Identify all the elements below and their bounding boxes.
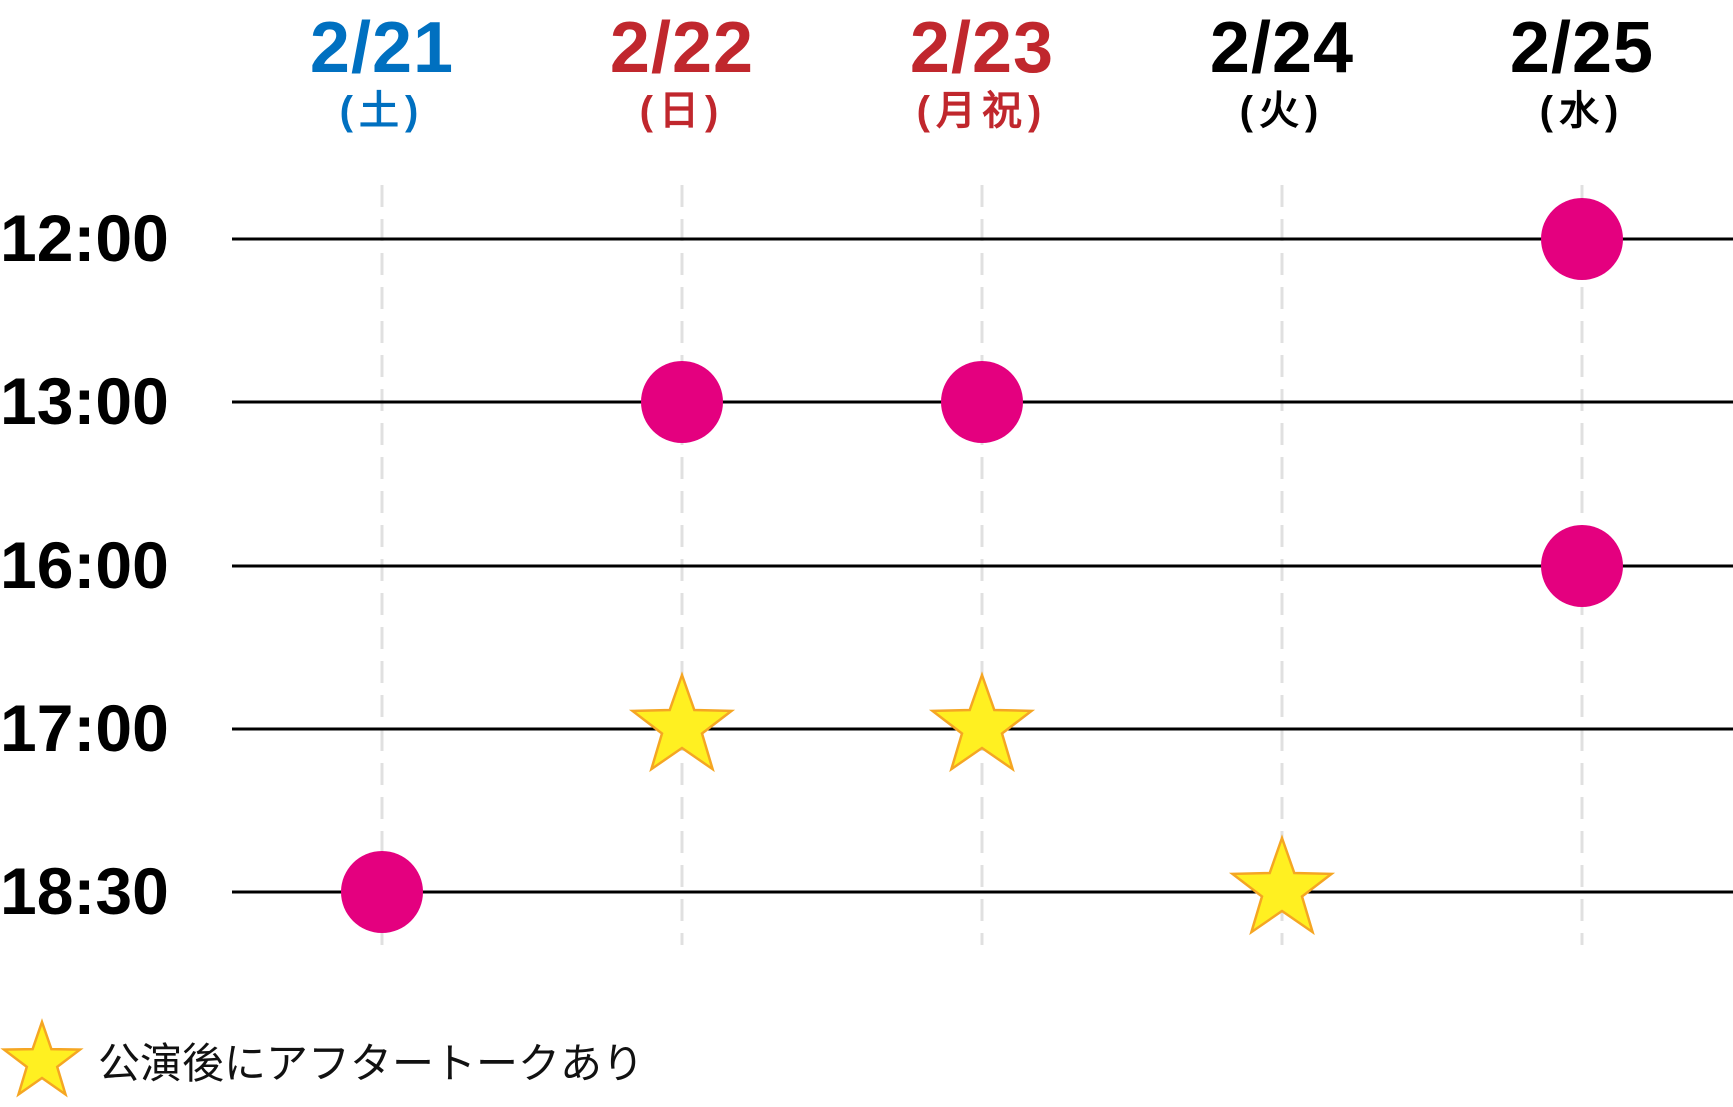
date-header: 2/21(土) [262, 8, 502, 136]
date-header: 2/23(月祝) [862, 8, 1102, 136]
time-label: 16:00 [0, 528, 169, 602]
time-label: 17:00 [0, 691, 169, 765]
date-label: 2/22 [609, 8, 755, 88]
date-label: 2/25 [1509, 8, 1655, 88]
weekday-label: (月祝) [916, 89, 1048, 133]
date-label: 2/24 [1209, 8, 1355, 88]
performance-star-aftertalk [928, 671, 1036, 773]
weekday-label: (火) [1239, 89, 1325, 133]
legend: 公演後にアフタートークあり [0, 1018, 645, 1100]
legend-text: 公演後にアフタートークあり [98, 1038, 645, 1088]
date-header: 2/22(日) [562, 8, 802, 136]
performance-dot [1541, 198, 1623, 280]
performance-dot [1541, 525, 1623, 607]
star-icon [0, 1018, 84, 1098]
performance-star-aftertalk [628, 671, 736, 773]
weekday-label: (日) [639, 89, 725, 133]
performance-star-aftertalk [1228, 834, 1336, 936]
performance-dot [341, 851, 423, 933]
time-label: 12:00 [0, 201, 169, 275]
performance-dot [641, 361, 723, 443]
time-label: 18:30 [0, 854, 169, 928]
date-label: 2/21 [309, 8, 455, 88]
date-header: 2/25(水) [1462, 8, 1702, 136]
weekday-label: (土) [339, 89, 425, 133]
weekday-label: (水) [1539, 89, 1625, 133]
date-header: 2/24(火) [1162, 8, 1402, 136]
performance-dot [941, 361, 1023, 443]
time-label: 13:00 [0, 364, 169, 438]
date-label: 2/23 [909, 8, 1055, 88]
